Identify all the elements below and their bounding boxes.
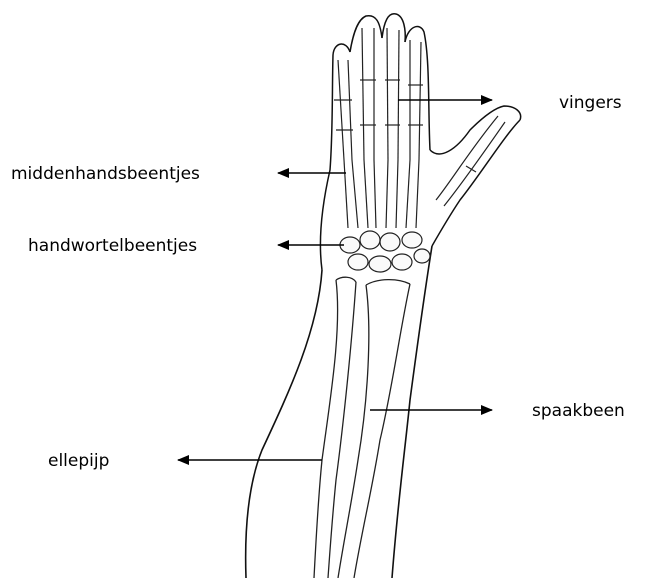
forearm-outline <box>246 246 432 578</box>
label-spaakbeen: spaakbeen <box>532 401 625 421</box>
label-vingers: vingers <box>559 93 622 113</box>
radius-bone <box>338 280 410 578</box>
carpal-bones <box>340 231 430 272</box>
pointer-arrows <box>178 100 492 460</box>
label-middenhandsbeentjes: middenhandsbeentjes <box>11 164 200 184</box>
ulna-bone <box>314 277 356 578</box>
metacarpal-bones <box>344 160 419 228</box>
label-ellepijp: ellepijp <box>48 451 109 471</box>
label-handwortelbeentjes: handwortelbeentjes <box>28 236 197 256</box>
